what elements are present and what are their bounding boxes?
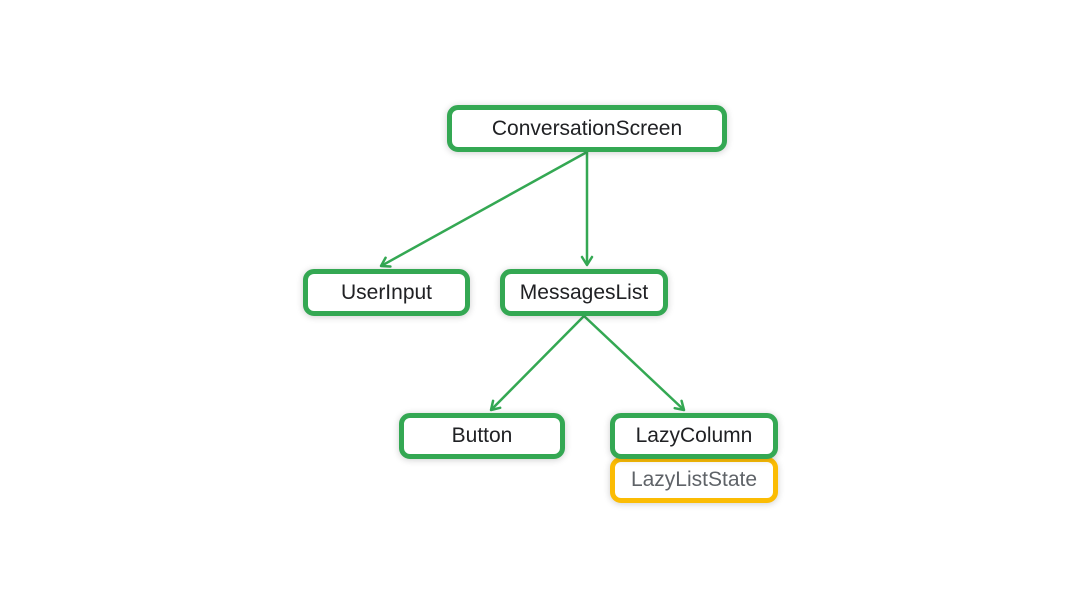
node-messages-list: MessagesList	[500, 269, 668, 316]
node-conversation-screen: ConversationScreen	[447, 105, 727, 152]
node-lazy-column: LazyColumn	[610, 413, 778, 459]
node-label-button: Button	[451, 424, 513, 447]
node-user-input: UserInput	[303, 269, 470, 316]
node-label-user-input: UserInput	[340, 280, 433, 304]
node-label-lazy-column: LazyColumn	[635, 424, 753, 447]
node-lazy-list-state: LazyListState	[610, 457, 778, 503]
node-button: Button	[399, 413, 565, 459]
edge-messageslist-lazycolumn	[583, 315, 686, 412]
node-label-conversation-screen: ConversationScreen	[491, 116, 683, 140]
edge-conversationscreen-userinput	[379, 150, 588, 268]
node-label-messages-list: MessagesList	[519, 280, 649, 304]
node-label-lazy-list-state: LazyListState	[630, 468, 758, 491]
edge-messageslist-button	[489, 315, 585, 412]
